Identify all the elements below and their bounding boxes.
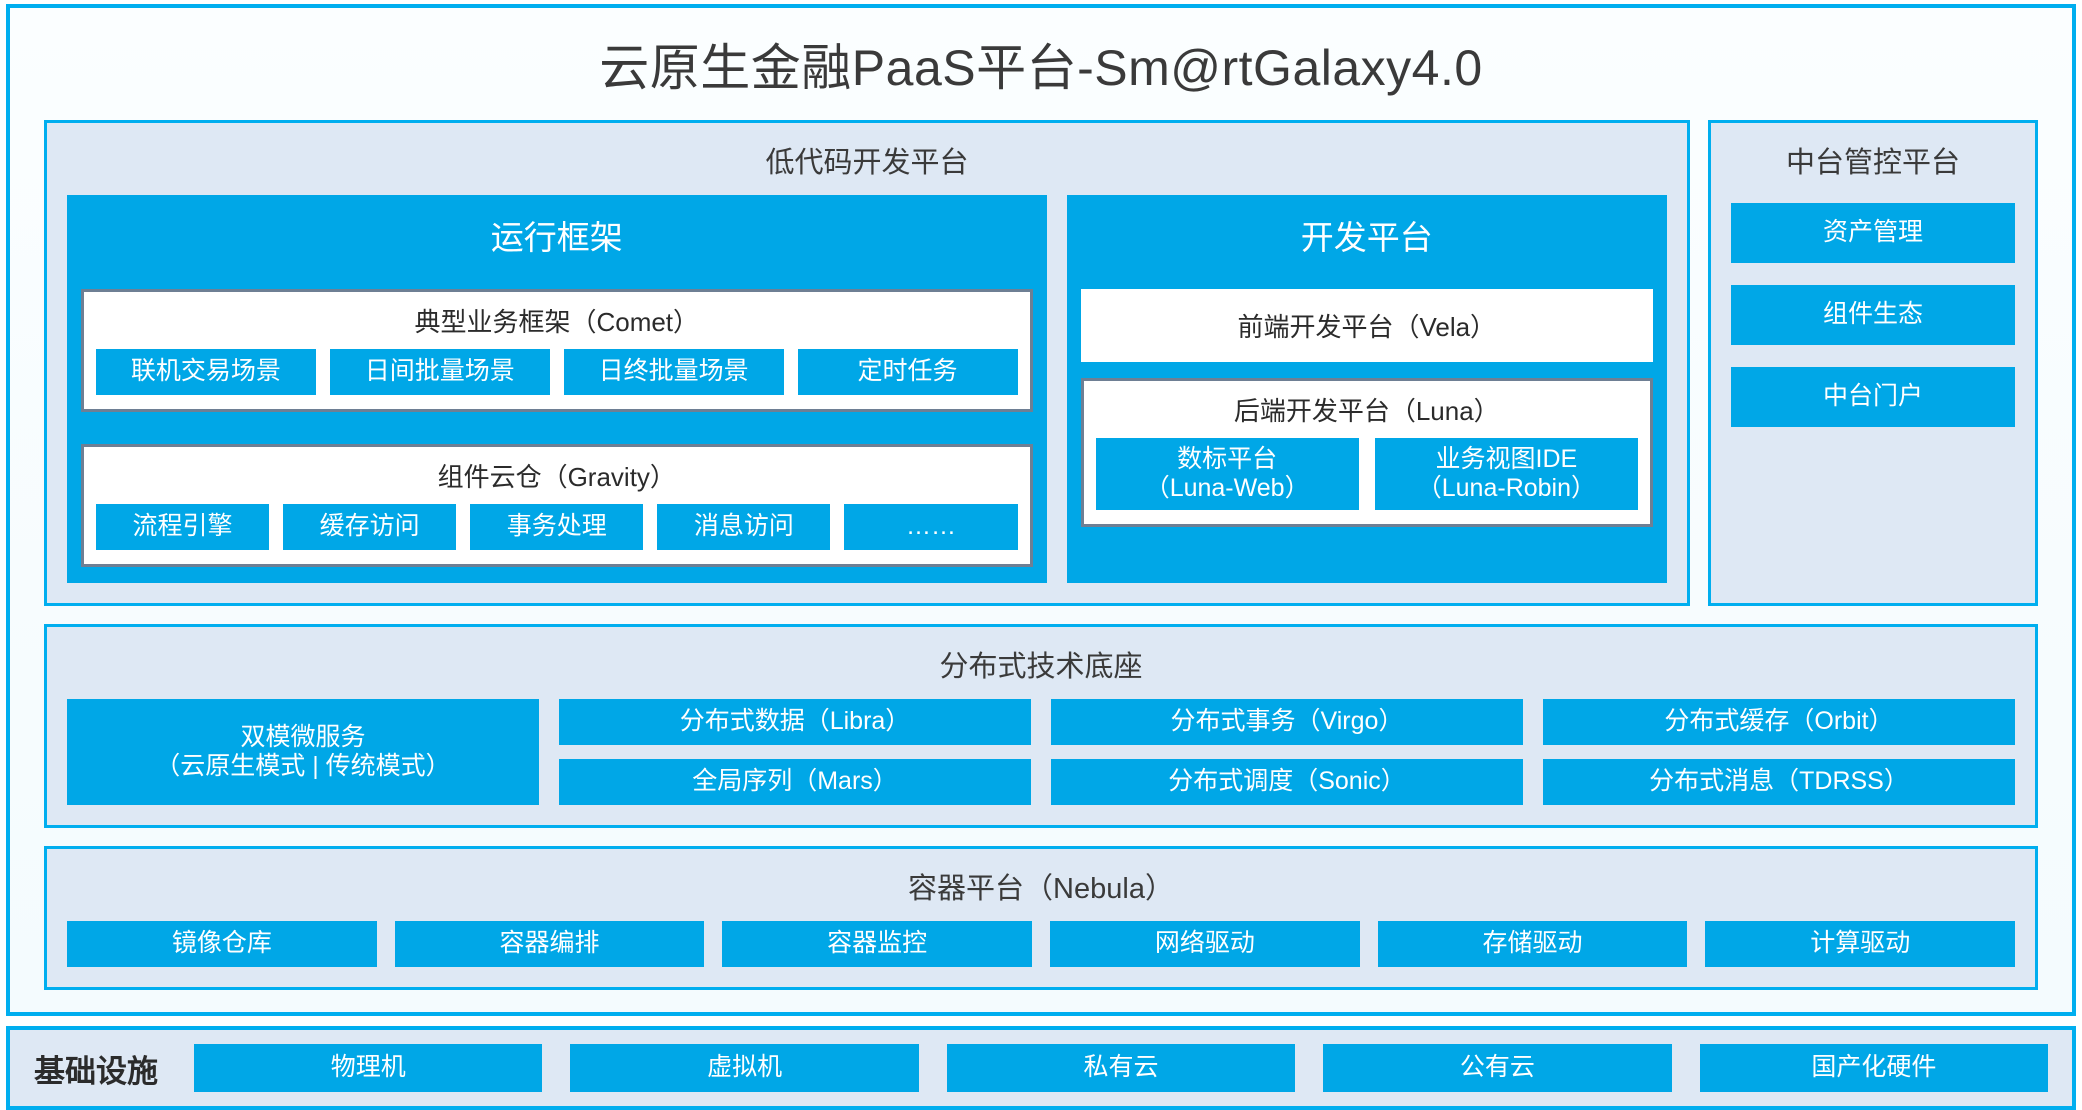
chip-intraday-batch[interactable]: 日间批量场景: [329, 349, 550, 395]
luna-title: 后端开发平台（Luna）: [1233, 396, 1500, 426]
chip-midplatform-portal[interactable]: 中台门户: [1731, 367, 2015, 427]
chip-distributed-cache-orbit[interactable]: 分布式缓存（Orbit）: [1543, 699, 2015, 745]
luna-chip-row: 数标平台 （Luna-Web） 业务视图IDE （Luna-Robin）: [1095, 438, 1639, 510]
chip-distributed-message-tdrss[interactable]: 分布式消息（TDRSS）: [1543, 759, 2015, 805]
gravity-box: 组件云仓（Gravity） 流程引擎 缓存访问 事务处理 消息访问 ……: [81, 444, 1033, 567]
chip-network-driver[interactable]: 网络驱动: [1050, 921, 1360, 967]
midplatform-title: 中台管控平台: [1785, 147, 1960, 179]
midplatform-chip-list: 资产管理 组件生态 中台门户: [1731, 203, 2015, 427]
distributed-base-title: 分布式技术底座: [939, 651, 1143, 683]
lowcode-platform-title: 低代码开发平台: [765, 147, 969, 179]
chip-storage-driver[interactable]: 存储驱动: [1377, 921, 1688, 967]
infrastructure-panel: 基础设施 物理机 虚拟机 私有云 公有云 国产化硬件: [6, 1026, 2076, 1110]
chip-physical-machine[interactable]: 物理机: [194, 1044, 543, 1092]
chip-distributed-data-libra[interactable]: 分布式数据（Libra）: [559, 699, 1031, 745]
chip-luna-web-name: 数标平台: [1177, 444, 1278, 473]
distributed-base-body: 双模微服务 （云原生模式 | 传统模式） 分布式数据（Libra） 全局序列（M…: [67, 699, 2015, 805]
chip-container-monitoring[interactable]: 容器监控: [722, 921, 1033, 967]
chip-transaction-processing[interactable]: 事务处理: [470, 504, 644, 550]
chip-luna-robin[interactable]: 业务视图IDE （Luna-Robin）: [1374, 438, 1639, 510]
chip-public-cloud[interactable]: 公有云: [1323, 1044, 1672, 1092]
chip-distributed-scheduling-sonic[interactable]: 分布式调度（Sonic）: [1051, 759, 1523, 805]
chip-image-registry[interactable]: 镜像仓库: [67, 921, 377, 967]
infrastructure-label: 基础设施: [34, 1053, 158, 1089]
lowcode-platform-panel: 低代码开发平台 运行框架 典型业务框架（Comet） 联机交易场景 日间批量场景…: [44, 120, 1690, 606]
dev-platform-title: 开发平台: [1300, 219, 1433, 256]
chip-dual-mode-sub: （云原生模式 | 传统模式）: [155, 752, 451, 780]
chip-domestic-hardware[interactable]: 国产化硬件: [1699, 1044, 2049, 1092]
chip-online-transaction[interactable]: 联机交易场景: [96, 349, 316, 395]
chip-ellipsis[interactable]: ……: [844, 504, 1018, 550]
row-lowcode-and-midplatform: 低代码开发平台 运行框架 典型业务框架（Comet） 联机交易场景 日间批量场景…: [44, 120, 2038, 606]
platform-title-text: 云原生金融PaaS平台-Sm@rtGalaxy4.0: [599, 40, 1483, 96]
gravity-title: 组件云仓（Gravity）: [437, 462, 676, 492]
container-platform-title: 容器平台（Nebula）: [908, 873, 1174, 905]
midplatform-panel: 中台管控平台 资产管理 组件生态 中台门户: [1708, 120, 2038, 606]
chip-message-access[interactable]: 消息访问: [657, 504, 831, 550]
chip-compute-driver[interactable]: 计算驱动: [1705, 921, 2016, 967]
dev-platform-box: 开发平台 前端开发平台（Vela） 后端开发平台（Luna） 数标平台 （Lun…: [1066, 195, 1667, 583]
chip-cache-access[interactable]: 缓存访问: [283, 504, 457, 550]
comet-box: 典型业务框架（Comet） 联机交易场景 日间批量场景 日终批量场景 定时任务: [81, 289, 1033, 412]
vela-frontend-box[interactable]: 前端开发平台（Vela）: [1080, 289, 1653, 362]
chip-luna-robin-sub: （Luna-Robin）: [1416, 474, 1597, 502]
container-platform-panel: 容器平台（Nebula） 镜像仓库 容器编排 容器监控 网络驱动 存储驱动 计算…: [44, 846, 2038, 990]
chip-asset-management[interactable]: 资产管理: [1731, 203, 2015, 263]
chip-container-orchestration[interactable]: 容器编排: [394, 921, 705, 967]
container-platform-chip-row: 镜像仓库 容器编排 容器监控 网络驱动 存储驱动 计算驱动: [67, 921, 2016, 967]
chip-global-sequence-mars[interactable]: 全局序列（Mars）: [559, 759, 1031, 805]
distributed-column-1: 分布式数据（Libra） 全局序列（Mars）: [559, 699, 1031, 805]
platform-frame: 云原生金融PaaS平台-Sm@rtGalaxy4.0 低代码开发平台 运行框架 …: [6, 4, 2076, 1016]
distributed-column-2: 分布式事务（Virgo） 分布式调度（Sonic）: [1051, 699, 1523, 805]
chip-virtual-machine[interactable]: 虚拟机: [570, 1044, 919, 1092]
chip-luna-robin-name: 业务视图IDE: [1435, 444, 1578, 473]
gravity-chip-row: 流程引擎 缓存访问 事务处理 消息访问 ……: [96, 504, 1018, 550]
chip-scheduled-task[interactable]: 定时任务: [797, 349, 1018, 395]
page-title: 云原生金融PaaS平台-Sm@rtGalaxy4.0: [44, 8, 2038, 120]
comet-chip-row: 联机交易场景 日间批量场景 日终批量场景 定时任务: [96, 349, 1018, 395]
chip-luna-web-sub: （Luna-Web）: [1144, 474, 1310, 502]
chip-process-engine[interactable]: 流程引擎: [96, 504, 270, 550]
chip-luna-web[interactable]: 数标平台 （Luna-Web）: [1095, 438, 1359, 510]
chip-endofday-batch[interactable]: 日终批量场景: [563, 349, 784, 395]
luna-backend-box: 后端开发平台（Luna） 数标平台 （Luna-Web） 业务视图IDE （Lu…: [1080, 378, 1653, 527]
diagram-root: 云原生金融PaaS平台-Sm@rtGalaxy4.0 低代码开发平台 运行框架 …: [6, 4, 2076, 1110]
distributed-column-3: 分布式缓存（Orbit） 分布式消息（TDRSS）: [1543, 699, 2015, 805]
chip-private-cloud[interactable]: 私有云: [946, 1044, 1296, 1092]
runtime-framework-title: 运行框架: [490, 219, 623, 256]
comet-title: 典型业务框架（Comet）: [414, 307, 700, 337]
chip-dual-mode-microservice[interactable]: 双模微服务 （云原生模式 | 传统模式）: [67, 699, 539, 805]
dual-mode-column: 双模微服务 （云原生模式 | 传统模式）: [67, 699, 539, 805]
distributed-base-panel: 分布式技术底座 双模微服务 （云原生模式 | 传统模式） 分布式数据（Libra…: [44, 624, 2038, 828]
chip-dual-mode-name: 双模微服务: [240, 722, 366, 751]
chip-component-ecosystem[interactable]: 组件生态: [1731, 285, 2015, 345]
runtime-framework-box: 运行框架 典型业务框架（Comet） 联机交易场景 日间批量场景 日终批量场景 …: [67, 195, 1047, 583]
chip-distributed-transaction-virgo[interactable]: 分布式事务（Virgo）: [1051, 699, 1523, 745]
